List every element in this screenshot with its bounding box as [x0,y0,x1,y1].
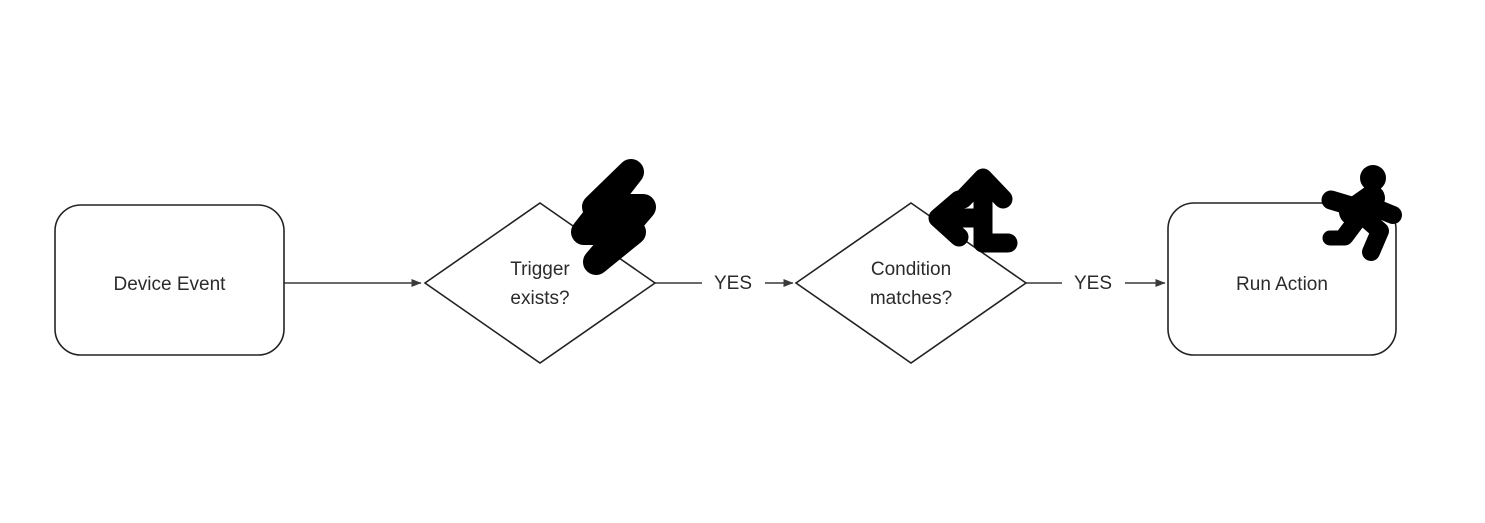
trigger-exists-label-line2: exists? [510,288,569,309]
condition-matches-diamond [794,202,1028,364]
condition-matches-label-line2: matches? [870,288,952,309]
edge-condition-to-action[interactable]: YES [1026,273,1166,294]
edge-trigger-to-condition[interactable]: YES [655,273,794,294]
fork-arrow-icon [928,168,1018,253]
device-event-label: Device Event [114,274,227,295]
device-event-box [54,204,285,356]
node-condition-matches[interactable]: Condition matches? [794,202,1028,364]
edges-layer: YES YES [284,273,1166,294]
lightning-bolt-icon [571,159,656,275]
trigger-exists-label-line1: Trigger [510,259,570,280]
run-action-label: Run Action [1236,274,1328,295]
node-device-event[interactable]: Device Event [54,204,285,356]
condition-matches-label-line1: Condition [871,259,951,280]
edge-label-yes-1: YES [714,273,752,294]
running-person-icon [1321,165,1402,261]
edge-label-yes-2: YES [1074,273,1112,294]
